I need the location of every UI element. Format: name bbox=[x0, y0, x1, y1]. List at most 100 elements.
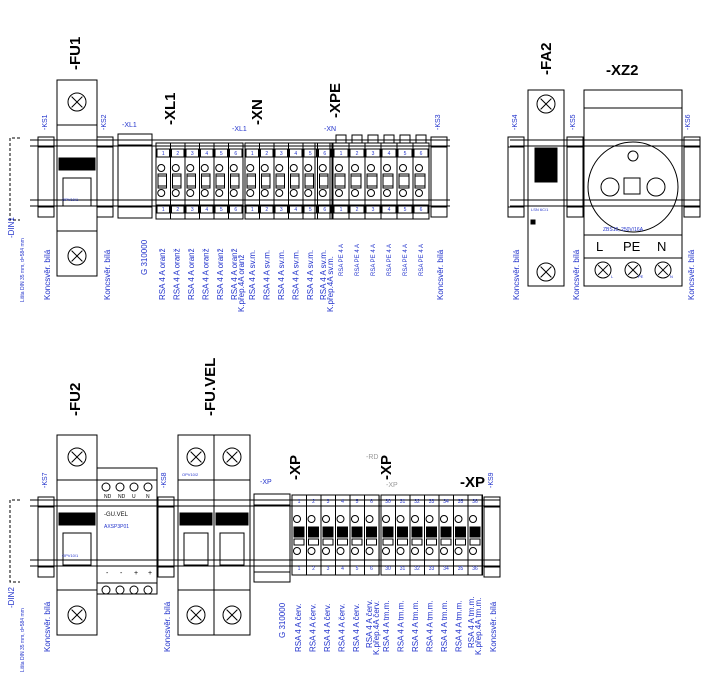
xp-terminal-clamp bbox=[293, 526, 305, 538]
xpe-terminal-cap bbox=[351, 134, 363, 144]
xpe-terminal-topnum: 6 bbox=[420, 151, 423, 157]
fu1-code: OPV10/1 bbox=[62, 197, 79, 202]
row2-rsa-tmm-label: RSA 4 A tm.m. bbox=[440, 600, 449, 652]
xpe-terminal-screw bbox=[415, 189, 423, 197]
row1-rsa-svm-label: RSA 4 A sv.m. bbox=[248, 250, 257, 300]
xz2-rating: ZBS10, 250V/16A bbox=[603, 227, 644, 233]
row1-rsa-svm-label: RSA 4 A sv.m. bbox=[263, 250, 272, 300]
xp-terminal-screw bbox=[293, 515, 301, 523]
fa2-bottom-terminal-stroke bbox=[540, 266, 552, 278]
socket-terminal-pe bbox=[624, 261, 642, 279]
fu2-code: OPV10/1 bbox=[62, 553, 79, 558]
xn-designator: -XN bbox=[249, 99, 266, 125]
row2-g310000-label: G 310000 bbox=[278, 602, 287, 638]
xn-terminal-screw bbox=[289, 164, 298, 172]
xp-terminal-screw bbox=[322, 515, 330, 523]
xl1-terminal-clamp bbox=[215, 173, 225, 187]
fu1-breaker-top-terminal bbox=[67, 92, 87, 112]
xl1-terminal-clamp bbox=[201, 173, 211, 187]
fuvel-breaker-1-bottom-terminal-stroke bbox=[190, 609, 202, 621]
xl1-terminal-topnum-box bbox=[171, 148, 185, 158]
xpe-terminal-botnum-box bbox=[413, 204, 429, 214]
xn-terminal-botnum: 5 bbox=[309, 207, 312, 213]
xp-blue-screw bbox=[411, 547, 419, 555]
xpe-terminal-topnum: 1 bbox=[340, 151, 343, 157]
socket-terminal-pe-stroke bbox=[627, 264, 639, 276]
socket-hole-icon bbox=[646, 177, 666, 197]
xp-blue-clamp bbox=[440, 538, 452, 546]
xp-terminal-botnum: 2 bbox=[312, 566, 315, 572]
socket-earth-icon bbox=[623, 177, 641, 195]
xp-blue-clamp bbox=[455, 526, 466, 538]
ks4-label: -KS4 bbox=[512, 114, 519, 130]
fa2-bottom-terminal bbox=[536, 262, 556, 282]
xn-terminal-clamp bbox=[304, 173, 314, 187]
xp-terminal-screw bbox=[351, 547, 359, 555]
psu-bottom-label: - bbox=[120, 570, 123, 577]
psu-name: -GU.VEL bbox=[104, 512, 129, 518]
row1-rsa-pe-label: RSA PE 4 A bbox=[339, 244, 345, 276]
row1-rsa-oranz-label: RSA 4 A oranž bbox=[187, 248, 196, 300]
row2-rsa-tmm-label: RSA 4 A tm.m. bbox=[426, 600, 435, 652]
xpe-terminal-topnum-box bbox=[397, 148, 413, 158]
xl1-terminal-botnum: 2 bbox=[176, 207, 179, 213]
xz2-designator: -XZ2 bbox=[606, 62, 639, 79]
xp-terminal-clamp bbox=[308, 526, 319, 538]
xl1-terminal-screw bbox=[215, 189, 224, 197]
psu-bottom-screw bbox=[101, 585, 111, 595]
xl1-terminal-screw bbox=[215, 164, 224, 172]
xn-terminal-clamp bbox=[261, 173, 271, 187]
xn-terminal-topnum-box bbox=[318, 148, 332, 158]
xp-terminal-clamp bbox=[351, 538, 363, 546]
xpe-terminal-screw bbox=[367, 164, 375, 172]
xn-terminal-screw bbox=[318, 189, 327, 197]
ks7-label: -KS7 bbox=[42, 472, 49, 488]
socket-pin-pe: PE bbox=[638, 274, 644, 279]
row1-rsa-svm-label: RSA 4 A sv.m. bbox=[319, 250, 328, 300]
xpe-terminal-screw bbox=[383, 164, 391, 172]
xpe-terminal-cap bbox=[335, 134, 347, 144]
xpe-terminal-topnum: 3 bbox=[372, 151, 375, 157]
fuvel-breaker-2-bottom-terminal bbox=[222, 605, 242, 625]
xn-terminal-topnum: 5 bbox=[309, 151, 312, 157]
xn-terminal-screw bbox=[318, 164, 327, 172]
xn-terminal-botnum: 3 bbox=[280, 207, 283, 213]
xn-terminal-botnum-box bbox=[274, 204, 288, 214]
xp-blue-screw bbox=[382, 547, 390, 555]
socket-pin-l: L bbox=[611, 274, 614, 279]
xpe-terminal-clamp bbox=[366, 173, 378, 187]
ks8-endstop bbox=[157, 496, 175, 578]
xn-terminal-screw bbox=[260, 189, 269, 197]
row1-rsa-svm-label: RSA 4 A sv.m. bbox=[292, 250, 301, 300]
xp-blue-topnum: 35 bbox=[458, 499, 464, 505]
fu1-breaker-bottom-terminal bbox=[67, 246, 87, 266]
row2-kprep-tmm-label: K.přep.4A tm.m. bbox=[474, 598, 483, 655]
row1-koncsver-label-ks3: Koncsvěr. bílá bbox=[436, 249, 445, 300]
fu2-breaker-top-terminal-stroke bbox=[71, 451, 83, 463]
xn-terminal-clamp bbox=[319, 173, 329, 187]
xpe-terminal-screw bbox=[335, 189, 343, 197]
xl1-terminal-botnum-box bbox=[171, 204, 185, 214]
xp-blue-botnum: 34 bbox=[443, 566, 449, 572]
xpe-terminal-topnum-box bbox=[333, 148, 349, 158]
psu-top-screw bbox=[143, 482, 153, 492]
ks2-label: -KS2 bbox=[101, 114, 108, 130]
psu-top-label: U bbox=[132, 494, 136, 500]
row1-koncsver-label-ks5: Koncsvěr. bílá bbox=[572, 249, 581, 300]
fa2-indicator bbox=[530, 219, 536, 225]
ks9-endstop bbox=[483, 496, 501, 578]
xl1-terminal-screw bbox=[186, 164, 195, 172]
psu-bottom-screw bbox=[129, 585, 139, 595]
row1-rsa-svm-label: RSA 4 A sv.m. bbox=[306, 250, 315, 300]
xpe-terminal-botnum: 4 bbox=[388, 207, 391, 213]
row2-rsa-cerv-label: RSA 4 A červ. bbox=[323, 604, 332, 652]
socket-terminal-l bbox=[594, 261, 612, 279]
xn-terminal-topnum-box bbox=[303, 148, 317, 158]
xp-blue-screw bbox=[396, 547, 405, 555]
ks8-label: -KS8 bbox=[161, 472, 168, 488]
g310000-block-2 bbox=[253, 493, 291, 583]
xpe-terminal-topnum: 4 bbox=[388, 151, 391, 157]
xp-end-cell bbox=[467, 494, 483, 576]
xp-terminal-topnum: 6 bbox=[370, 499, 373, 505]
ks5-endstop bbox=[566, 136, 584, 218]
